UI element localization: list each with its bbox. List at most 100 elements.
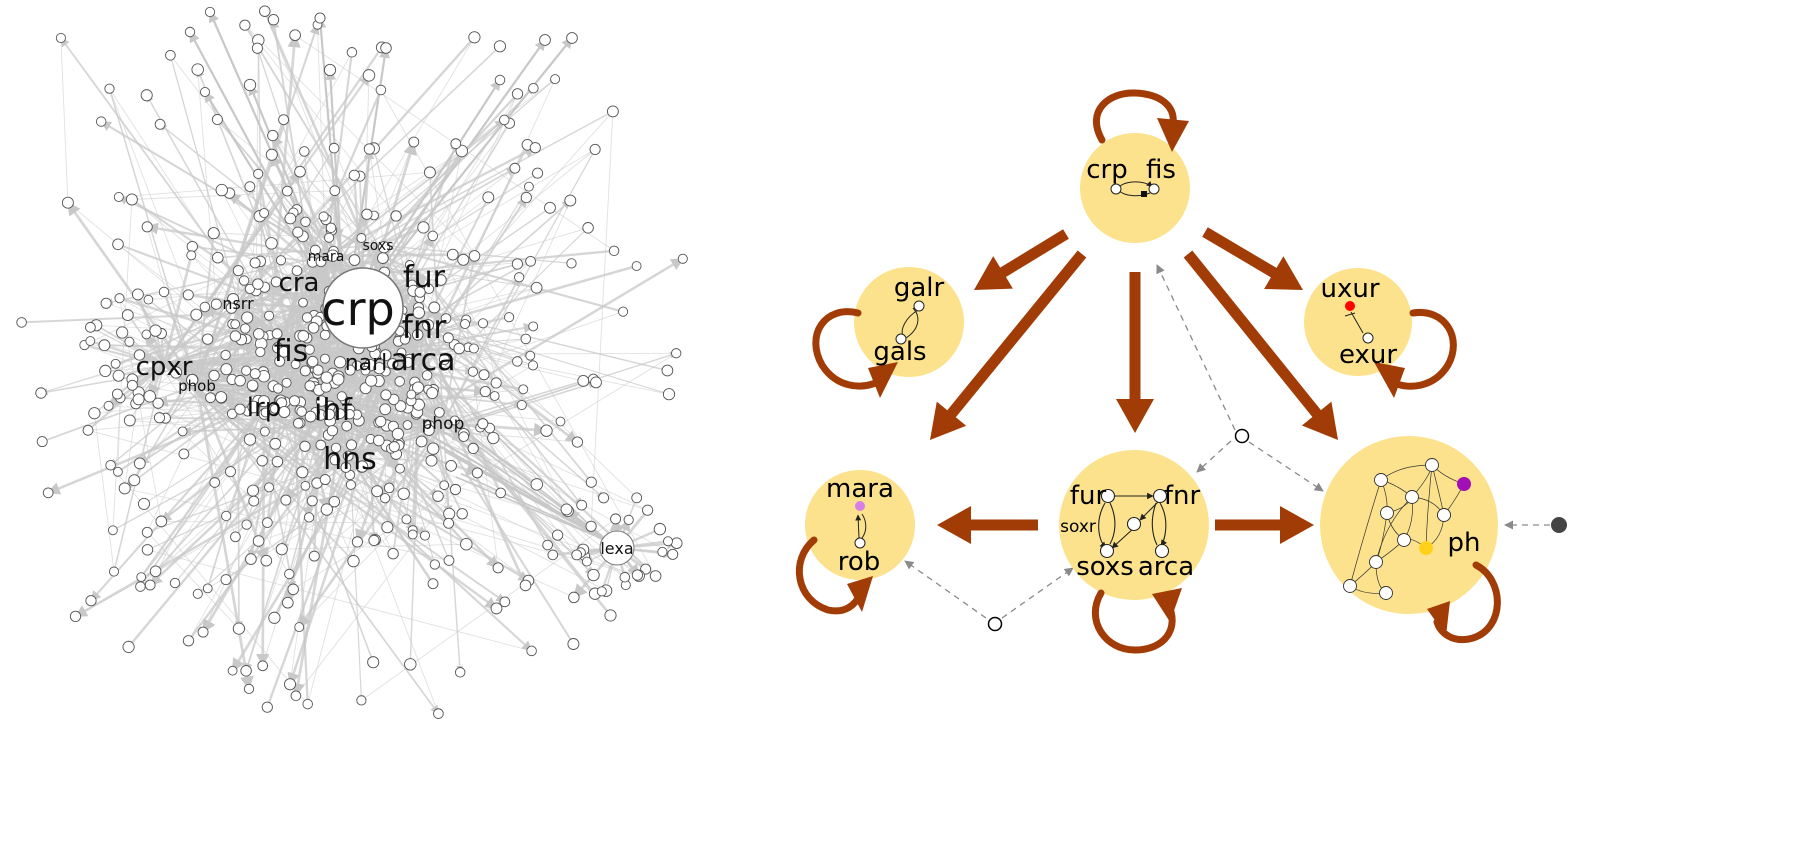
network-node[interactable] — [103, 400, 114, 411]
network-node[interactable] — [325, 222, 337, 234]
network-node[interactable] — [589, 143, 601, 155]
network-node[interactable] — [323, 63, 337, 77]
network-node[interactable] — [438, 354, 450, 365]
hub-arca[interactable]: arca — [391, 343, 456, 378]
network-node[interactable] — [243, 433, 257, 446]
network-node[interactable] — [454, 667, 466, 678]
network-node[interactable] — [210, 298, 222, 310]
network-node[interactable] — [110, 358, 121, 369]
network-node[interactable] — [253, 328, 265, 340]
network-node[interactable] — [265, 148, 278, 161]
network-node[interactable] — [381, 521, 394, 534]
network-node[interactable] — [351, 536, 363, 548]
network-node[interactable] — [36, 436, 48, 448]
network-node[interactable] — [246, 484, 260, 497]
network-node[interactable] — [598, 492, 610, 504]
network-node[interactable] — [298, 297, 308, 308]
network-node[interactable] — [165, 49, 176, 61]
network-node[interactable] — [394, 376, 405, 387]
network-node[interactable] — [427, 578, 439, 590]
network-node[interactable] — [278, 114, 290, 126]
network-node[interactable] — [232, 265, 244, 277]
network-node[interactable] — [432, 490, 444, 502]
network-node[interactable] — [547, 549, 559, 561]
network-node[interactable] — [346, 47, 358, 58]
network-node[interactable] — [123, 414, 136, 427]
network-node[interactable] — [300, 480, 311, 491]
network-node[interactable] — [85, 336, 96, 346]
cluster-mara-rob[interactable] — [805, 470, 915, 580]
network-node[interactable] — [479, 386, 491, 398]
hub-lrp[interactable]: lrp — [247, 393, 281, 423]
network-node[interactable] — [328, 495, 341, 508]
network-node[interactable] — [642, 504, 654, 516]
network-node[interactable] — [477, 418, 489, 430]
network-node[interactable] — [329, 185, 341, 197]
network-node[interactable] — [245, 553, 257, 565]
network-node[interactable] — [525, 255, 536, 267]
network-node[interactable] — [100, 297, 112, 309]
network-node[interactable] — [169, 577, 181, 589]
network-node[interactable] — [435, 274, 447, 286]
network-node[interactable] — [528, 82, 539, 94]
network-node[interactable] — [232, 622, 246, 635]
network-node[interactable] — [342, 450, 354, 462]
network-node[interactable] — [372, 434, 385, 447]
network-node[interactable] — [371, 485, 384, 498]
network-node[interactable] — [141, 526, 153, 538]
network-node[interactable] — [289, 29, 301, 42]
network-node[interactable] — [133, 349, 146, 361]
network-node[interactable] — [333, 356, 347, 369]
network-node[interactable] — [199, 86, 211, 98]
network-node[interactable] — [111, 388, 123, 400]
hub-cpxr[interactable]: cpxr — [136, 352, 193, 382]
network-node[interactable] — [377, 241, 391, 254]
network-node[interactable] — [568, 591, 580, 604]
network-node[interactable] — [340, 461, 352, 473]
network-node[interactable] — [278, 346, 290, 358]
network-node[interactable] — [544, 201, 556, 214]
network-node[interactable] — [278, 406, 291, 419]
network-node[interactable] — [657, 546, 668, 557]
network-node[interactable] — [361, 208, 373, 220]
network-node[interactable] — [292, 226, 304, 238]
network-node[interactable] — [667, 548, 679, 560]
network-node[interactable] — [121, 309, 134, 322]
network-node[interactable] — [576, 499, 588, 511]
network-node[interactable] — [302, 698, 313, 710]
network-node[interactable] — [402, 420, 413, 430]
network-node[interactable] — [468, 31, 481, 44]
hub-crp[interactable]: crp — [321, 267, 404, 349]
network-node[interactable] — [186, 241, 198, 253]
network-node[interactable] — [299, 146, 310, 157]
network-node[interactable] — [125, 193, 138, 206]
network-node[interactable] — [527, 360, 539, 371]
network-node[interactable] — [649, 570, 662, 582]
network-node[interactable] — [69, 610, 82, 623]
network-node[interactable] — [141, 221, 153, 233]
network-node[interactable] — [288, 395, 301, 407]
network-node[interactable] — [560, 503, 573, 516]
network-node[interactable] — [270, 276, 282, 288]
network-node[interactable] — [271, 328, 283, 340]
network-node[interactable] — [590, 376, 602, 389]
network-node[interactable] — [144, 579, 156, 591]
cluster-crp-fis[interactable] — [1080, 133, 1190, 243]
network-node[interactable] — [402, 356, 414, 368]
network-node[interactable] — [345, 479, 356, 490]
network-node[interactable] — [225, 302, 238, 314]
network-node[interactable] — [443, 555, 455, 566]
network-node[interactable] — [42, 487, 54, 499]
network-node[interactable] — [35, 387, 47, 399]
network-node[interactable] — [192, 588, 203, 599]
network-node[interactable] — [95, 116, 107, 127]
network-node[interactable] — [182, 289, 194, 301]
network-node[interactable] — [296, 466, 309, 479]
network-node[interactable] — [104, 83, 115, 94]
network-node[interactable] — [324, 232, 335, 243]
network-node[interactable] — [128, 474, 141, 487]
network-node[interactable] — [540, 424, 553, 437]
network-node[interactable] — [551, 529, 564, 541]
network-node[interactable] — [368, 534, 380, 547]
network-node[interactable] — [440, 313, 452, 324]
